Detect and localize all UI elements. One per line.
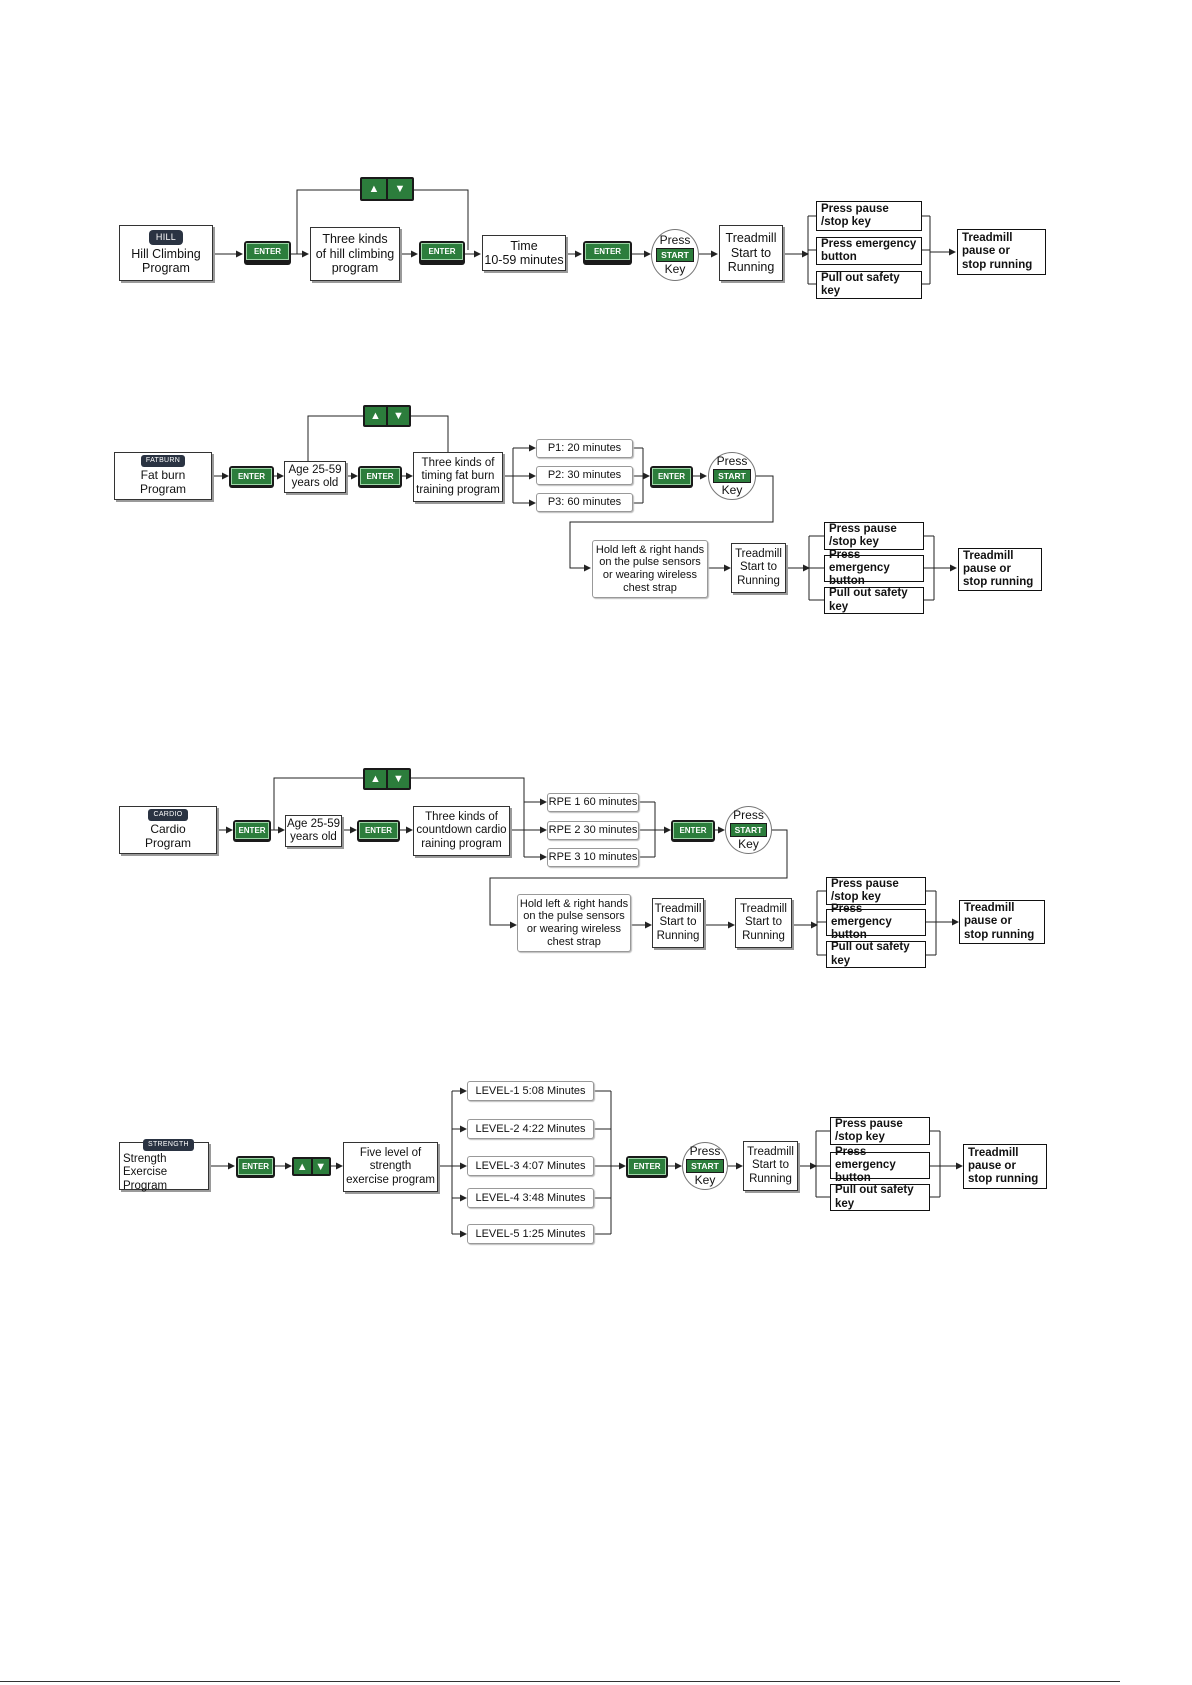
fatburn-program-title: Fat burn Program: [139, 468, 186, 497]
strength-program-box: STRENGTH Strength Exercise Program: [119, 1139, 209, 1192]
page-footer-rule: [0, 1681, 1120, 1682]
key-label: Key: [738, 837, 759, 852]
safety-key-box: Pull out safety key: [830, 1184, 930, 1211]
start-label: START: [656, 247, 694, 263]
emergency-box: Press emergency button: [816, 237, 922, 265]
result-box: Treadmill pause or stop running: [959, 900, 1045, 944]
fatburn-option-p3: P3: 60 minutes: [536, 493, 633, 512]
hill-program-title: Hill Climbing Program: [131, 246, 201, 276]
result-box: Treadmill pause or stop running: [957, 229, 1046, 275]
fatburn-program-box: FATBURN Fat burn Program: [114, 452, 212, 500]
fatburn-option-p1: P1: 20 minutes: [536, 439, 633, 458]
start-key-icon: Press START Key: [708, 452, 756, 500]
strength-option-level1: LEVEL-1 5:08 Minutes: [467, 1081, 594, 1101]
fatburn-running-box: Treadmill Start to Running: [731, 543, 786, 593]
enter-label: ENTER: [238, 1158, 273, 1175]
up-down-arrow-keys-icon: ▲▼: [363, 768, 411, 790]
enter-label: ENTER: [585, 243, 630, 260]
pause-stop-box: Press pause /stop key: [826, 877, 926, 905]
hill-program-box: HILL Hill Climbing Program: [119, 225, 213, 281]
hill-running-box: Treadmill Start to Running: [719, 225, 783, 281]
strength-option-level3: LEVEL-3 4:07 Minutes: [467, 1156, 594, 1176]
pause-stop-box: Press pause /stop key: [830, 1117, 930, 1145]
emergency-box: Press emergency button: [826, 903, 926, 941]
key-label: Key: [721, 483, 743, 498]
cardio-program-box: CARDIO Cardio Program: [119, 806, 217, 854]
up-down-arrow-keys-icon: ▲▼: [363, 405, 411, 427]
pause-stop-box: Press pause /stop key: [816, 201, 922, 231]
strength-option-level4: LEVEL-4 3:48 Minutes: [467, 1188, 594, 1208]
enter-key-icon: ENTER: [357, 820, 400, 842]
fatburn-option-p2: P2: 30 minutes: [536, 466, 633, 485]
cardio-running-box-2: Treadmill Start to Running: [735, 898, 792, 948]
cardio-program-title: Cardio Program: [144, 822, 191, 851]
result-box: Treadmill pause or stop running: [958, 548, 1042, 591]
strength-program-title: Strength Exercise Program: [123, 1153, 168, 1192]
hill-time-box: Time 10-59 minutes: [482, 235, 566, 271]
enter-label: ENTER: [246, 243, 289, 260]
cardio-age-box: Age 25-59 years old: [285, 815, 342, 847]
cardio-badge-icon: CARDIO: [148, 809, 188, 822]
strength-option-level2: LEVEL-2 4:22 Minutes: [467, 1119, 594, 1139]
cardio-option-rpe3: RPE 3 10 minutes: [547, 848, 639, 867]
enter-label: ENTER: [421, 243, 463, 260]
cardio-running-box-1: Treadmill Start to Running: [652, 898, 704, 948]
fatburn-badge-icon: FATBURN: [140, 455, 186, 468]
safety-key-box: Pull out safety key: [824, 587, 924, 614]
emergency-box: Press emergency button: [830, 1146, 930, 1184]
enter-key-icon: ENTER: [229, 466, 274, 488]
strength-kinds-box: Five level of strength exercise program: [343, 1142, 438, 1192]
cardio-kinds-box: Three kinds of countdown cardio raining …: [413, 806, 510, 856]
start-key-icon: Press START Key: [651, 229, 699, 281]
hill-badge-icon: HILL: [148, 230, 184, 245]
enter-label: ENTER: [235, 822, 269, 839]
start-key-icon: Press START Key: [725, 806, 772, 854]
start-label: START: [729, 822, 768, 838]
strength-badge-icon: STRENGTH: [143, 1139, 194, 1152]
key-label: Key: [664, 262, 686, 277]
up-down-arrow-keys-icon: ▲▼: [292, 1157, 331, 1176]
enter-key-icon: ENTER: [419, 241, 465, 265]
cardio-option-rpe2: RPE 2 30 minutes: [547, 821, 639, 840]
result-box: Treadmill pause or stop running: [963, 1144, 1047, 1189]
enter-key-icon: ENTER: [583, 241, 632, 265]
start-label: START: [713, 468, 751, 484]
safety-key-box: Pull out safety key: [816, 271, 922, 299]
fatburn-kinds-box: Three kinds of timing fat burn training …: [413, 452, 503, 502]
enter-key-icon: ENTER: [244, 241, 291, 265]
emergency-box: Press emergency button: [824, 549, 924, 587]
enter-key-icon: ENTER: [671, 820, 715, 842]
enter-label: ENTER: [628, 1158, 666, 1175]
cardio-option-rpe1: RPE 1 60 minutes: [547, 793, 639, 812]
enter-label: ENTER: [231, 468, 272, 485]
enter-key-icon: ENTER: [650, 466, 693, 488]
hill-kinds-box: Three kinds of hill climbing program: [310, 227, 400, 281]
start-label: START: [686, 1158, 724, 1174]
enter-label: ENTER: [360, 468, 400, 485]
press-label: Press: [733, 807, 764, 822]
press-label: Press: [689, 1143, 721, 1158]
fatburn-pulse-box: Hold left & right hands on the pulse sen…: [592, 540, 708, 598]
pause-stop-box: Press pause /stop key: [824, 522, 924, 550]
press-label: Press: [659, 232, 691, 247]
strength-running-box: Treadmill Start to Running: [743, 1141, 798, 1191]
safety-key-box: Pull out safety key: [826, 941, 926, 968]
enter-label: ENTER: [359, 822, 398, 839]
cardio-pulse-box: Hold left & right hands on the pulse sen…: [517, 894, 631, 952]
enter-key-icon: ENTER: [626, 1156, 668, 1178]
strength-option-level5: LEVEL-5 1:25 Minutes: [467, 1224, 594, 1244]
enter-label: ENTER: [652, 468, 691, 485]
start-key-icon: Press START Key: [682, 1142, 728, 1190]
enter-key-icon: ENTER: [358, 466, 402, 488]
press-label: Press: [716, 453, 748, 468]
enter-key-icon: ENTER: [233, 820, 271, 842]
enter-label: ENTER: [673, 822, 713, 839]
up-down-arrow-keys-icon: ▲▼: [360, 177, 414, 201]
fatburn-age-box: Age 25-59 years old: [284, 461, 346, 493]
key-label: Key: [694, 1173, 716, 1188]
enter-key-icon: ENTER: [236, 1156, 275, 1178]
